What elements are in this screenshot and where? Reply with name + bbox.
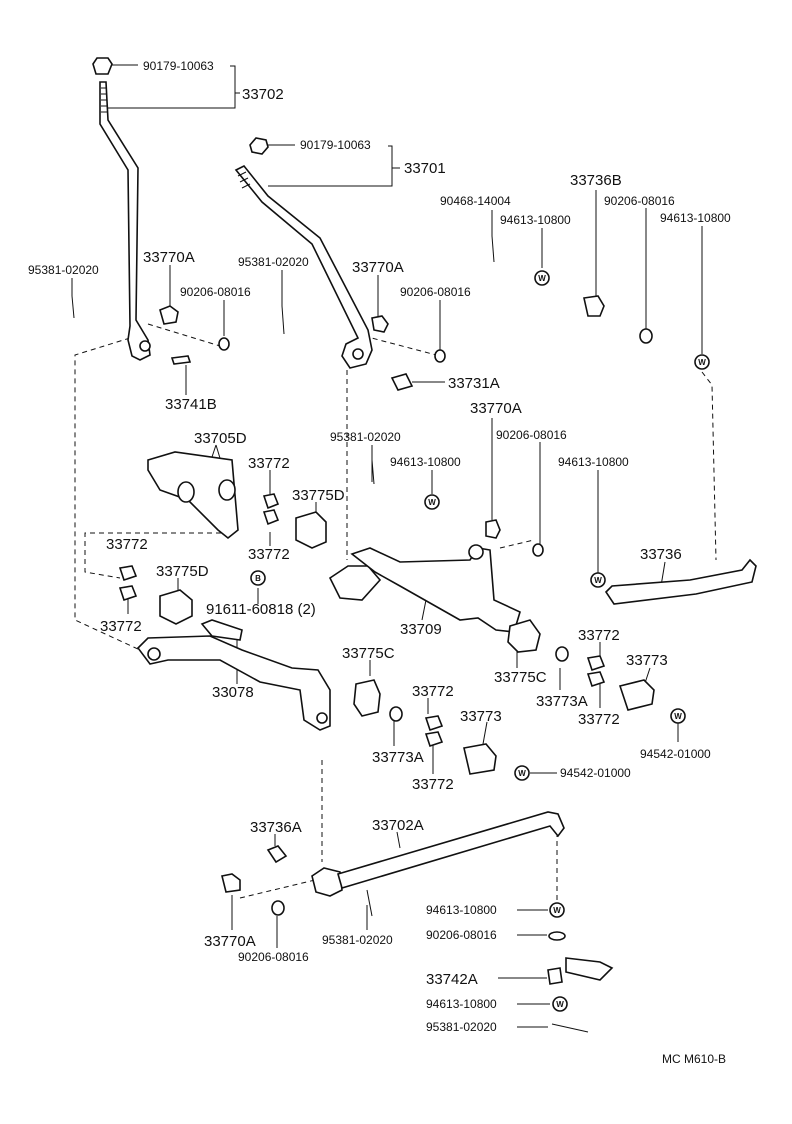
washer-w-marker: W (514, 765, 530, 781)
label-33773a-a: 33773A (536, 693, 588, 710)
washer-markers: W W W W W W W W B (250, 270, 710, 1012)
label-33775d-a: 33775D (292, 487, 345, 504)
small-fittings (71, 235, 655, 1033)
label-33701: 33701 (404, 160, 446, 177)
part-33705d-bracket (147, 451, 239, 540)
washer-w-marker: W (694, 354, 710, 370)
part-33078-lever (136, 619, 331, 731)
label-94613-10800-e: 94613-10800 (426, 903, 497, 917)
svg-text:W: W (594, 576, 602, 585)
label-33775c-a: 33775C (342, 645, 395, 662)
washer-w-marker: W (549, 902, 565, 918)
label-33772-b: 33772 (106, 536, 148, 553)
label-91611-60818: 91611-60818 (2) (206, 601, 316, 618)
label-33772-c: 33772 (248, 546, 290, 563)
label-95381-02020-e: 95381-02020 (426, 1020, 497, 1034)
washer-w-marker: W (534, 270, 550, 286)
part-labels: 90179-10063 33702 90179-10063 33701 3373… (28, 59, 731, 1066)
label-90206-08016-c: 90206-08016 (400, 285, 471, 299)
label-90179-10063-upper: 90179-10063 (143, 59, 214, 73)
label-33773a-b: 33773A (372, 749, 424, 766)
label-90206-08016-b: 90206-08016 (180, 285, 251, 299)
washer-w-marker: W (552, 996, 568, 1012)
label-33772-d: 33772 (100, 618, 142, 635)
part-33709-shaft (328, 544, 521, 633)
label-33709: 33709 (400, 621, 442, 638)
label-95381-02020-b: 95381-02020 (238, 255, 309, 269)
svg-text:W: W (556, 1000, 564, 1009)
label-90206-08016-e: 90206-08016 (426, 928, 497, 942)
svg-text:W: W (518, 769, 526, 778)
label-94542-01000-b: 94542-01000 (560, 766, 631, 780)
label-33770a-c: 33770A (470, 400, 522, 417)
leader-lines (71, 64, 703, 1028)
label-33775d-b: 33775D (156, 563, 209, 580)
washer-w-marker: W (670, 708, 686, 724)
part-33701-shift-lever (234, 137, 373, 369)
washer-w-marker: W (590, 572, 606, 588)
label-33773-a: 33773 (626, 652, 668, 669)
label-33772-h: 33772 (412, 776, 454, 793)
label-95381-02020-d: 95381-02020 (322, 933, 393, 947)
label-90206-08016-d: 90206-08016 (496, 428, 567, 442)
label-33731a: 33731A (448, 375, 500, 392)
label-33078: 33078 (212, 684, 254, 701)
label-33770a-a: 33770A (143, 249, 195, 266)
svg-text:W: W (428, 498, 436, 507)
label-33741b: 33741B (165, 396, 217, 413)
label-33772-g: 33772 (578, 711, 620, 728)
label-33770a-d: 33770A (204, 933, 256, 950)
label-33702: 33702 (242, 86, 284, 103)
label-90206-08016-a: 90206-08016 (604, 194, 675, 208)
label-33742a: 33742A (426, 971, 478, 988)
label-90179-10063-lower: 90179-10063 (300, 138, 371, 152)
label-33736a: 33736A (250, 819, 302, 836)
figure-code: MC M610-B (662, 1052, 726, 1066)
part-33702-shift-lever (92, 57, 151, 361)
alignment-dashes (74, 323, 717, 900)
label-94613-10800-b: 94613-10800 (660, 211, 731, 225)
label-33736b: 33736B (570, 172, 622, 189)
label-33702a: 33702A (372, 817, 424, 834)
label-33772-e: 33772 (578, 627, 620, 644)
label-94613-10800-a: 94613-10800 (500, 213, 571, 227)
label-33705d: 33705D (194, 430, 247, 447)
label-33736: 33736 (640, 546, 682, 563)
svg-text:W: W (538, 274, 546, 283)
svg-text:W: W (674, 712, 682, 721)
label-33772-f: 33772 (412, 683, 454, 700)
label-33772-a: 33772 (248, 455, 290, 472)
svg-text:W: W (698, 358, 706, 367)
part-33702a-rod (311, 811, 565, 897)
label-90468-14004: 90468-14004 (440, 194, 511, 208)
svg-text:B: B (255, 574, 261, 583)
washer-w-marker: W (424, 494, 440, 510)
bolt-b-marker: B (250, 570, 266, 586)
label-94613-10800-f: 94613-10800 (426, 997, 497, 1011)
label-33773-b: 33773 (460, 708, 502, 725)
label-33770a-b: 33770A (352, 259, 404, 276)
part-33742a-plate (565, 957, 614, 981)
label-94613-10800-d: 94613-10800 (558, 455, 629, 469)
label-95381-02020-a: 95381-02020 (28, 263, 99, 277)
svg-text:W: W (553, 906, 561, 915)
part-33736-stabilizer (604, 558, 757, 605)
label-90206-08016-f: 90206-08016 (238, 950, 309, 964)
label-94542-01000-a: 94542-01000 (640, 747, 711, 761)
label-33775c-b: 33775C (494, 669, 547, 686)
label-95381-02020-c: 95381-02020 (330, 430, 401, 444)
label-94613-10800-c: 94613-10800 (390, 455, 461, 469)
